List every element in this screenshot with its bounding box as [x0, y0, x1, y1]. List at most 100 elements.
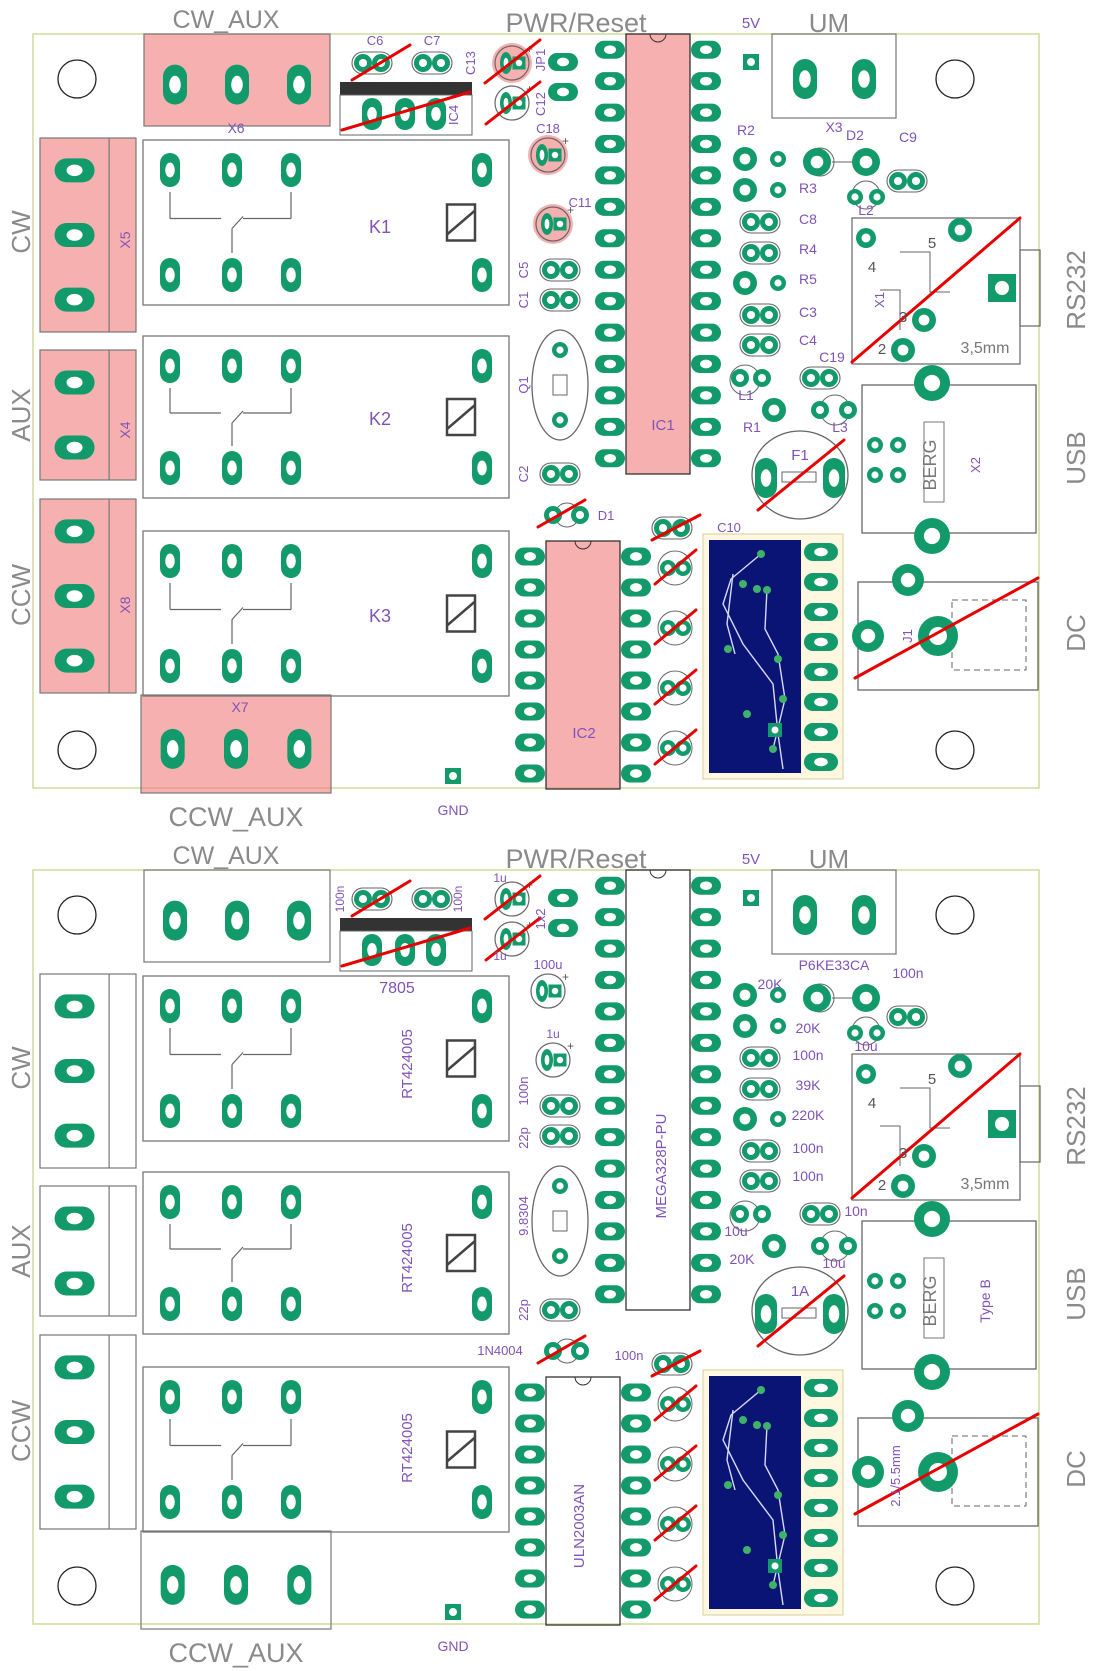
- pad-hole: [604, 76, 616, 86]
- pad-hole: [747, 894, 755, 902]
- via: [757, 1386, 765, 1394]
- regulator-tab: [340, 82, 472, 95]
- pad-hole: [604, 912, 616, 922]
- relay-coil: [445, 397, 477, 437]
- ceramic-cap: [886, 1005, 928, 1029]
- pad-hole: [436, 58, 446, 68]
- pad-hole: [66, 525, 83, 538]
- pad-hole: [293, 911, 305, 930]
- ic-highlight: [546, 541, 620, 789]
- pad-hole: [700, 1038, 712, 1048]
- c7-label: 100n: [451, 886, 465, 913]
- plus-mark: +: [562, 134, 569, 148]
- ceramic-cap: [799, 366, 841, 390]
- pad-hole: [894, 1277, 902, 1285]
- pad-hole: [477, 267, 487, 283]
- jack-pin-4: 4: [868, 259, 876, 276]
- pad-hole: [546, 1131, 556, 1141]
- terminal-block: [39, 1185, 137, 1317]
- c6-label: C6: [367, 33, 384, 48]
- pad-hole: [564, 1131, 574, 1141]
- relay-outline-k3: [142, 1366, 510, 1533]
- aux-side-label: AUX: [6, 388, 36, 441]
- relay-outline-k2: [142, 335, 510, 499]
- pad-hole: [418, 58, 428, 68]
- pad-hole: [679, 624, 687, 632]
- x2-label: X2: [968, 457, 983, 473]
- via: [757, 550, 765, 558]
- relay-coil: [446, 1436, 476, 1463]
- r5-label: 220K: [792, 1107, 825, 1123]
- strike-line: [350, 879, 412, 918]
- c6-label: 100n: [333, 886, 347, 913]
- pad-hole: [814, 547, 828, 557]
- pad-hole: [739, 184, 751, 196]
- plus-mark: +: [567, 1039, 574, 1053]
- ceramic-cap: [411, 887, 453, 911]
- crystal-body: [552, 1210, 568, 1232]
- pad-hole: [418, 894, 428, 904]
- ic-notch: [649, 33, 667, 43]
- pad-hole: [700, 391, 712, 400]
- pad-hole: [564, 469, 574, 479]
- pad-hole: [556, 1182, 564, 1190]
- terminal-block: [39, 973, 137, 1169]
- jack-contact: [880, 1125, 901, 1166]
- mounting-hole: [935, 1566, 975, 1606]
- k2-label: RT424005: [399, 1223, 416, 1293]
- relay-coil: [446, 1240, 476, 1266]
- j1-label: 2.1/5.5mm: [888, 1445, 903, 1506]
- x5-label: X5: [117, 231, 133, 248]
- pad-hole: [431, 942, 441, 958]
- usb-side-label: USB: [1061, 1267, 1091, 1320]
- pad-hole: [557, 57, 569, 67]
- pad-hole: [746, 1053, 756, 1063]
- pad-hole: [824, 373, 834, 383]
- pad-hole: [66, 164, 83, 177]
- pad-hole: [227, 1389, 237, 1405]
- pad-hole: [806, 373, 816, 383]
- relay-contact: [231, 216, 244, 229]
- dc-side-label: DC: [1061, 1450, 1091, 1488]
- pad-hole: [66, 441, 83, 454]
- pad-hole: [165, 1494, 175, 1510]
- x1-label: X1: [872, 292, 887, 308]
- pad-hole: [860, 1464, 876, 1480]
- pad-hole: [700, 1289, 712, 1299]
- pad-hole: [165, 358, 175, 374]
- pad-hole: [739, 153, 751, 165]
- pad-hole: [700, 975, 712, 985]
- pad-hole: [757, 1209, 767, 1219]
- jack-pin-3: 3: [899, 1145, 907, 1162]
- strike-line: [653, 608, 698, 646]
- pad-hole: [700, 202, 712, 212]
- ic1-body: [625, 33, 691, 475]
- pad-hole: [746, 1146, 756, 1156]
- pad-hole: [700, 45, 712, 55]
- pad-hole: [227, 1296, 237, 1312]
- v5-label: 5V: [742, 15, 760, 32]
- strike-line: [650, 1349, 702, 1378]
- pad-hole: [575, 510, 585, 520]
- pad-hole: [524, 552, 536, 561]
- pad-hole: [556, 1056, 564, 1064]
- pad-hole: [679, 1580, 687, 1588]
- relay-coil: [446, 1045, 476, 1072]
- pad-hole: [556, 416, 564, 424]
- jack-pin-2: 2: [878, 1177, 886, 1194]
- pad-hole: [286, 1103, 296, 1119]
- relay-contact: [231, 1052, 244, 1065]
- pad-hole: [66, 590, 83, 602]
- k1-label: K1: [369, 217, 391, 237]
- pad-hole: [604, 391, 616, 400]
- pad-hole: [700, 881, 712, 891]
- pad-hole: [894, 441, 902, 449]
- pad-hole: [524, 1512, 536, 1521]
- via: [774, 655, 782, 663]
- pad-hole: [66, 1361, 83, 1374]
- pad-hole: [700, 1007, 712, 1016]
- strike-line: [340, 926, 472, 968]
- pad-hole: [604, 1038, 616, 1048]
- inset-trace: [764, 588, 786, 750]
